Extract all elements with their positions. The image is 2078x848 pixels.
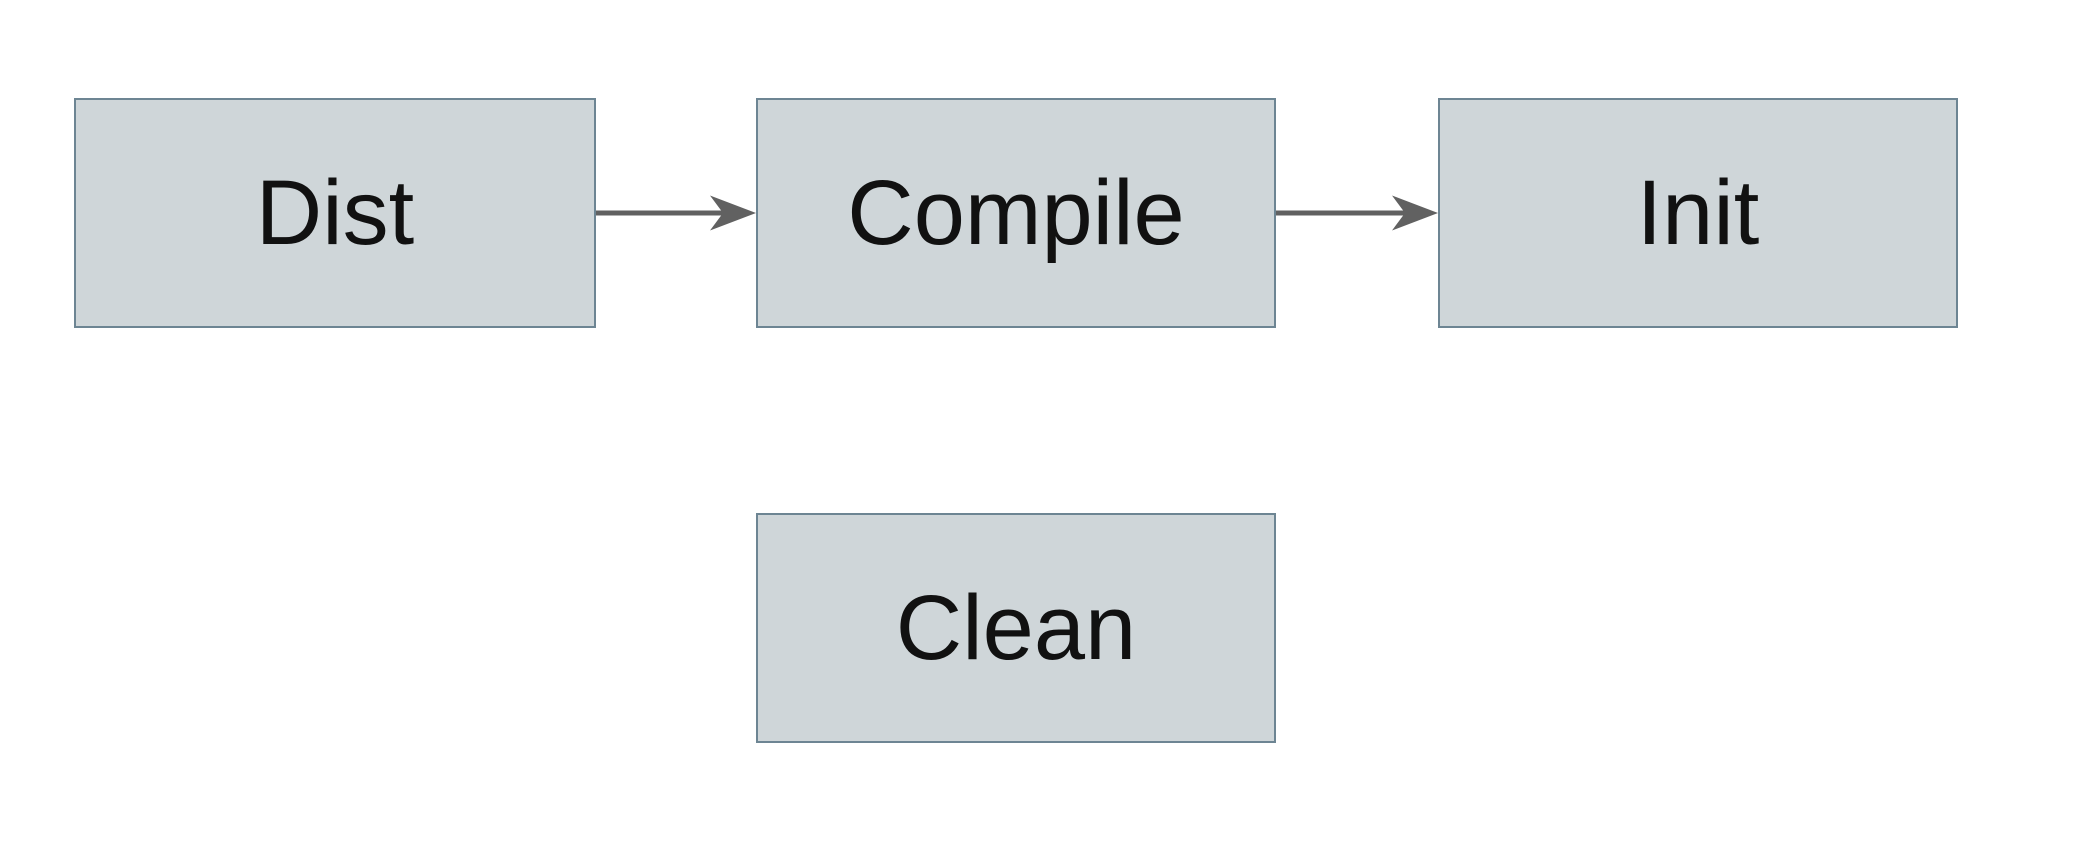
node-init: Init <box>1438 98 1958 328</box>
node-clean-label: Clean <box>895 577 1137 679</box>
node-dist-label: Dist <box>255 162 415 264</box>
node-clean: Clean <box>756 513 1276 743</box>
node-init-label: Init <box>1636 162 1760 264</box>
node-compile: Compile <box>756 98 1276 328</box>
node-compile-label: Compile <box>847 162 1185 264</box>
arrowhead-icon <box>710 195 756 231</box>
arrow-compile-to-init <box>1276 195 1438 231</box>
arrowhead-icon <box>1392 195 1438 231</box>
node-dist: Dist <box>74 98 596 328</box>
arrow-dist-to-compile <box>596 195 756 231</box>
